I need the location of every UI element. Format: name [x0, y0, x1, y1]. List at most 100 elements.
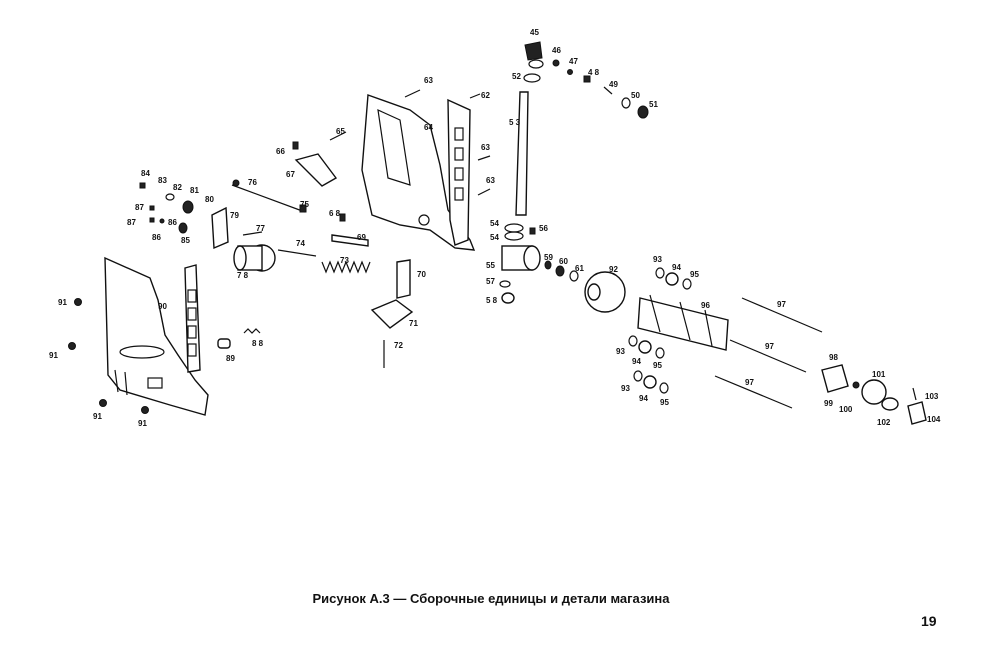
part-label: 90 — [158, 302, 167, 311]
part-label: 63 — [424, 76, 433, 85]
part-label: 50 — [631, 91, 640, 100]
part-label: 55 — [486, 261, 495, 270]
part-label: 95 — [690, 270, 699, 279]
part-label: 86 — [168, 218, 177, 227]
part-label: 54 — [490, 233, 499, 242]
part-label: 94 — [632, 357, 641, 366]
part-53-tube — [515, 41, 544, 216]
part-label: 101 — [872, 370, 886, 379]
part-59-61-washers — [544, 260, 579, 282]
part-90-side-plate — [104, 256, 209, 416]
part-81-87-small-parts — [139, 182, 194, 234]
part-label: 72 — [394, 341, 403, 350]
part-label: 95 — [660, 398, 669, 407]
part-97-rods — [714, 297, 823, 409]
part-64-housing — [361, 94, 476, 251]
part-label: 6 8 — [329, 209, 341, 218]
part-label: 91 — [49, 351, 58, 360]
part-label: 93 — [621, 384, 630, 393]
part-76-rod — [231, 184, 306, 213]
part-label: 54 — [490, 219, 499, 228]
part-label: 46 — [552, 46, 561, 55]
part-73-spring — [321, 260, 371, 274]
part-77-78-cylinder — [233, 231, 276, 272]
part-98-104-end-assembly — [821, 364, 927, 425]
page-number: 19 — [921, 613, 937, 629]
part-label: 63 — [486, 176, 495, 185]
part-69-guide — [331, 234, 369, 247]
part-label: 66 — [276, 147, 285, 156]
part-label: 49 — [609, 80, 618, 89]
part-88-89-springs — [217, 328, 261, 349]
part-68-bushing — [339, 213, 346, 222]
part-label: 97 — [765, 342, 774, 351]
part-label: 75 — [300, 200, 309, 209]
part-label: 83 — [158, 176, 167, 185]
part-label: 97 — [777, 300, 786, 309]
part-label: 80 — [205, 195, 214, 204]
part-label: 5 3 — [509, 118, 521, 127]
part-label: 91 — [93, 412, 102, 421]
part-label: 87 — [135, 203, 144, 212]
part-label: 93 — [616, 347, 625, 356]
part-label: 82 — [173, 183, 182, 192]
part-label: 67 — [286, 170, 295, 179]
part-label: 99 — [824, 399, 833, 408]
part-65-pin — [329, 131, 347, 141]
part-label: 73 — [340, 256, 349, 265]
part-label: 51 — [649, 100, 658, 109]
part-label: 45 — [530, 28, 539, 37]
part-label: 93 — [653, 255, 662, 264]
part-label: 102 — [877, 418, 891, 427]
part-label: 4 8 — [588, 68, 600, 77]
part-label: 95 — [653, 361, 662, 370]
part-91-nuts — [68, 298, 149, 414]
part-92-flange — [584, 271, 626, 313]
part-62-63-screws — [404, 89, 491, 196]
part-75-bushing — [299, 204, 307, 213]
part-label: 81 — [190, 186, 199, 195]
part-label: 79 — [230, 211, 239, 220]
figure-caption: Рисунок А.3 — Сборочные единицы и детали… — [312, 591, 670, 606]
part-label: 74 — [296, 239, 305, 248]
part-label: 91 — [138, 419, 147, 428]
part-label: 96 — [701, 301, 710, 310]
part-label: 8 8 — [252, 339, 264, 348]
part-label: 97 — [745, 378, 754, 387]
part-93-95-fittings — [628, 267, 692, 394]
part-71-shoe — [370, 299, 414, 329]
part-label: 92 — [609, 265, 618, 274]
part-label: 7 8 — [237, 271, 249, 280]
part-label: 59 — [544, 253, 553, 262]
part-label: 89 — [226, 354, 235, 363]
part-label: 60 — [559, 257, 568, 266]
part-label: 63 — [481, 143, 490, 152]
part-label: 104 — [927, 415, 941, 424]
part-label: 71 — [409, 319, 418, 328]
part-74-pin — [277, 249, 317, 257]
part-46-51-small-parts — [552, 59, 649, 119]
part-label: 91 — [58, 298, 67, 307]
part-label: 94 — [639, 394, 648, 403]
part-label: 5 8 — [486, 296, 498, 305]
part-label: 77 — [256, 224, 265, 233]
part-66-spring — [292, 141, 299, 150]
part-label: 69 — [357, 233, 366, 242]
part-label: 86 — [152, 233, 161, 242]
part-label: 56 — [539, 224, 548, 233]
part-label: 62 — [481, 91, 490, 100]
part-label: 76 — [248, 178, 257, 187]
exploded-assembly-diagram — [68, 41, 927, 425]
part-label: 47 — [569, 57, 578, 66]
part-67-cam — [294, 153, 338, 187]
part-label: 98 — [829, 353, 838, 362]
part-label: 94 — [672, 263, 681, 272]
part-label: 61 — [575, 264, 584, 273]
part-label: 70 — [417, 270, 426, 279]
part-label: 64 — [424, 123, 433, 132]
part-label: 84 — [141, 169, 150, 178]
part-54-58-nozzle — [499, 223, 541, 304]
part-label: 57 — [486, 277, 495, 286]
part-label: 65 — [336, 127, 345, 136]
part-label: 85 — [181, 236, 190, 245]
